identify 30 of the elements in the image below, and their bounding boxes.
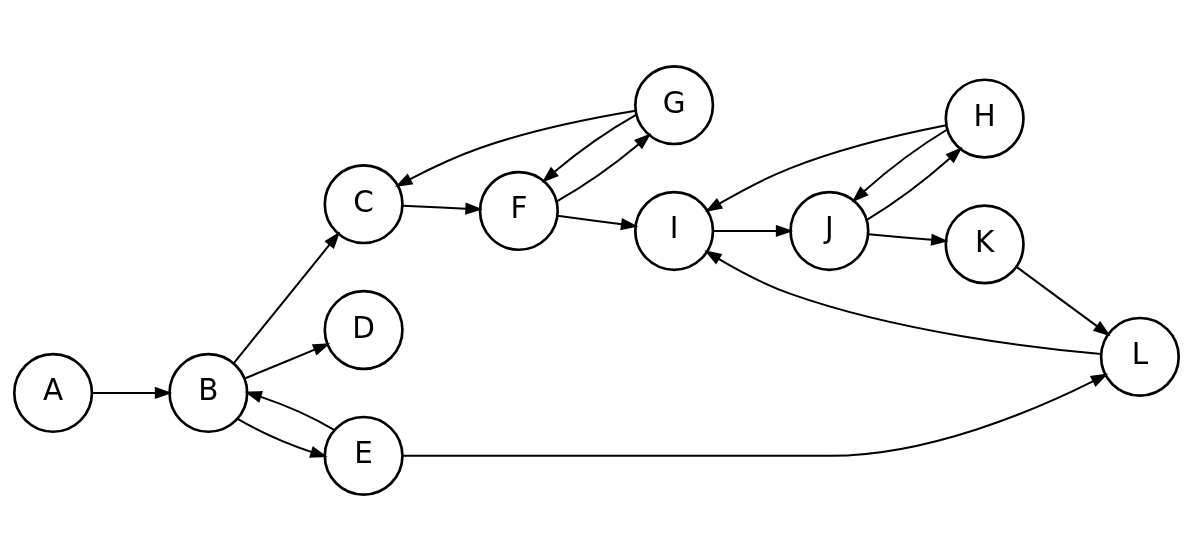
node-circle: H [944,77,1025,159]
arrow [92,386,173,399]
arrow [541,113,637,183]
node-circle: J [789,190,870,271]
arrow [1015,265,1111,336]
arrow [244,390,335,431]
arrow [244,342,331,379]
node-circle: F [478,170,560,251]
arrow [557,214,639,230]
arrow [713,224,794,237]
arrow [868,232,949,246]
arrow [705,123,947,212]
arrow [402,373,1109,457]
node-circle: G [633,64,715,145]
arrow [233,231,341,364]
node-circle: K [944,203,1025,284]
node-circle: A [12,352,94,433]
arrow [851,128,948,203]
arrow [556,132,652,202]
arrow [395,109,636,187]
arrow [237,417,328,458]
arrow [704,249,1102,355]
node-circle: C [323,163,404,244]
node-circle: E [323,415,404,496]
arrow [866,146,963,221]
arrow [402,202,483,215]
node-circle: B [168,352,249,433]
node-circle: I [633,190,715,271]
node-circle: L [1099,316,1181,397]
node-circle: D [323,289,404,370]
